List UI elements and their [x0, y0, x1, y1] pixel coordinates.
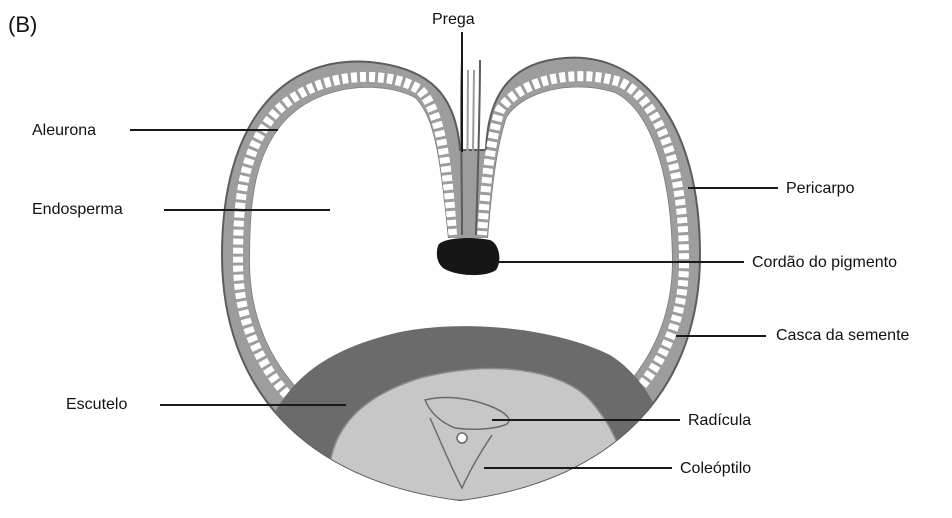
label-seed-coat: Casca da semente [776, 327, 910, 344]
label-pigment-strand: Cordão do pigmento [752, 254, 897, 271]
panel-label: (B) [8, 12, 37, 37]
label-coleoptile: Coleóptilo [680, 460, 751, 477]
label-radicle: Radícula [688, 412, 751, 429]
label-pericarp: Pericarpo [786, 180, 855, 197]
label-scutellum: Escutelo [66, 396, 127, 413]
radicle-tip [457, 433, 467, 443]
pigment-strand [437, 238, 500, 275]
label-aleurone: Aleurona [32, 122, 96, 139]
label-crease: Prega [432, 11, 475, 28]
label-endosperm: Endosperma [32, 201, 123, 218]
